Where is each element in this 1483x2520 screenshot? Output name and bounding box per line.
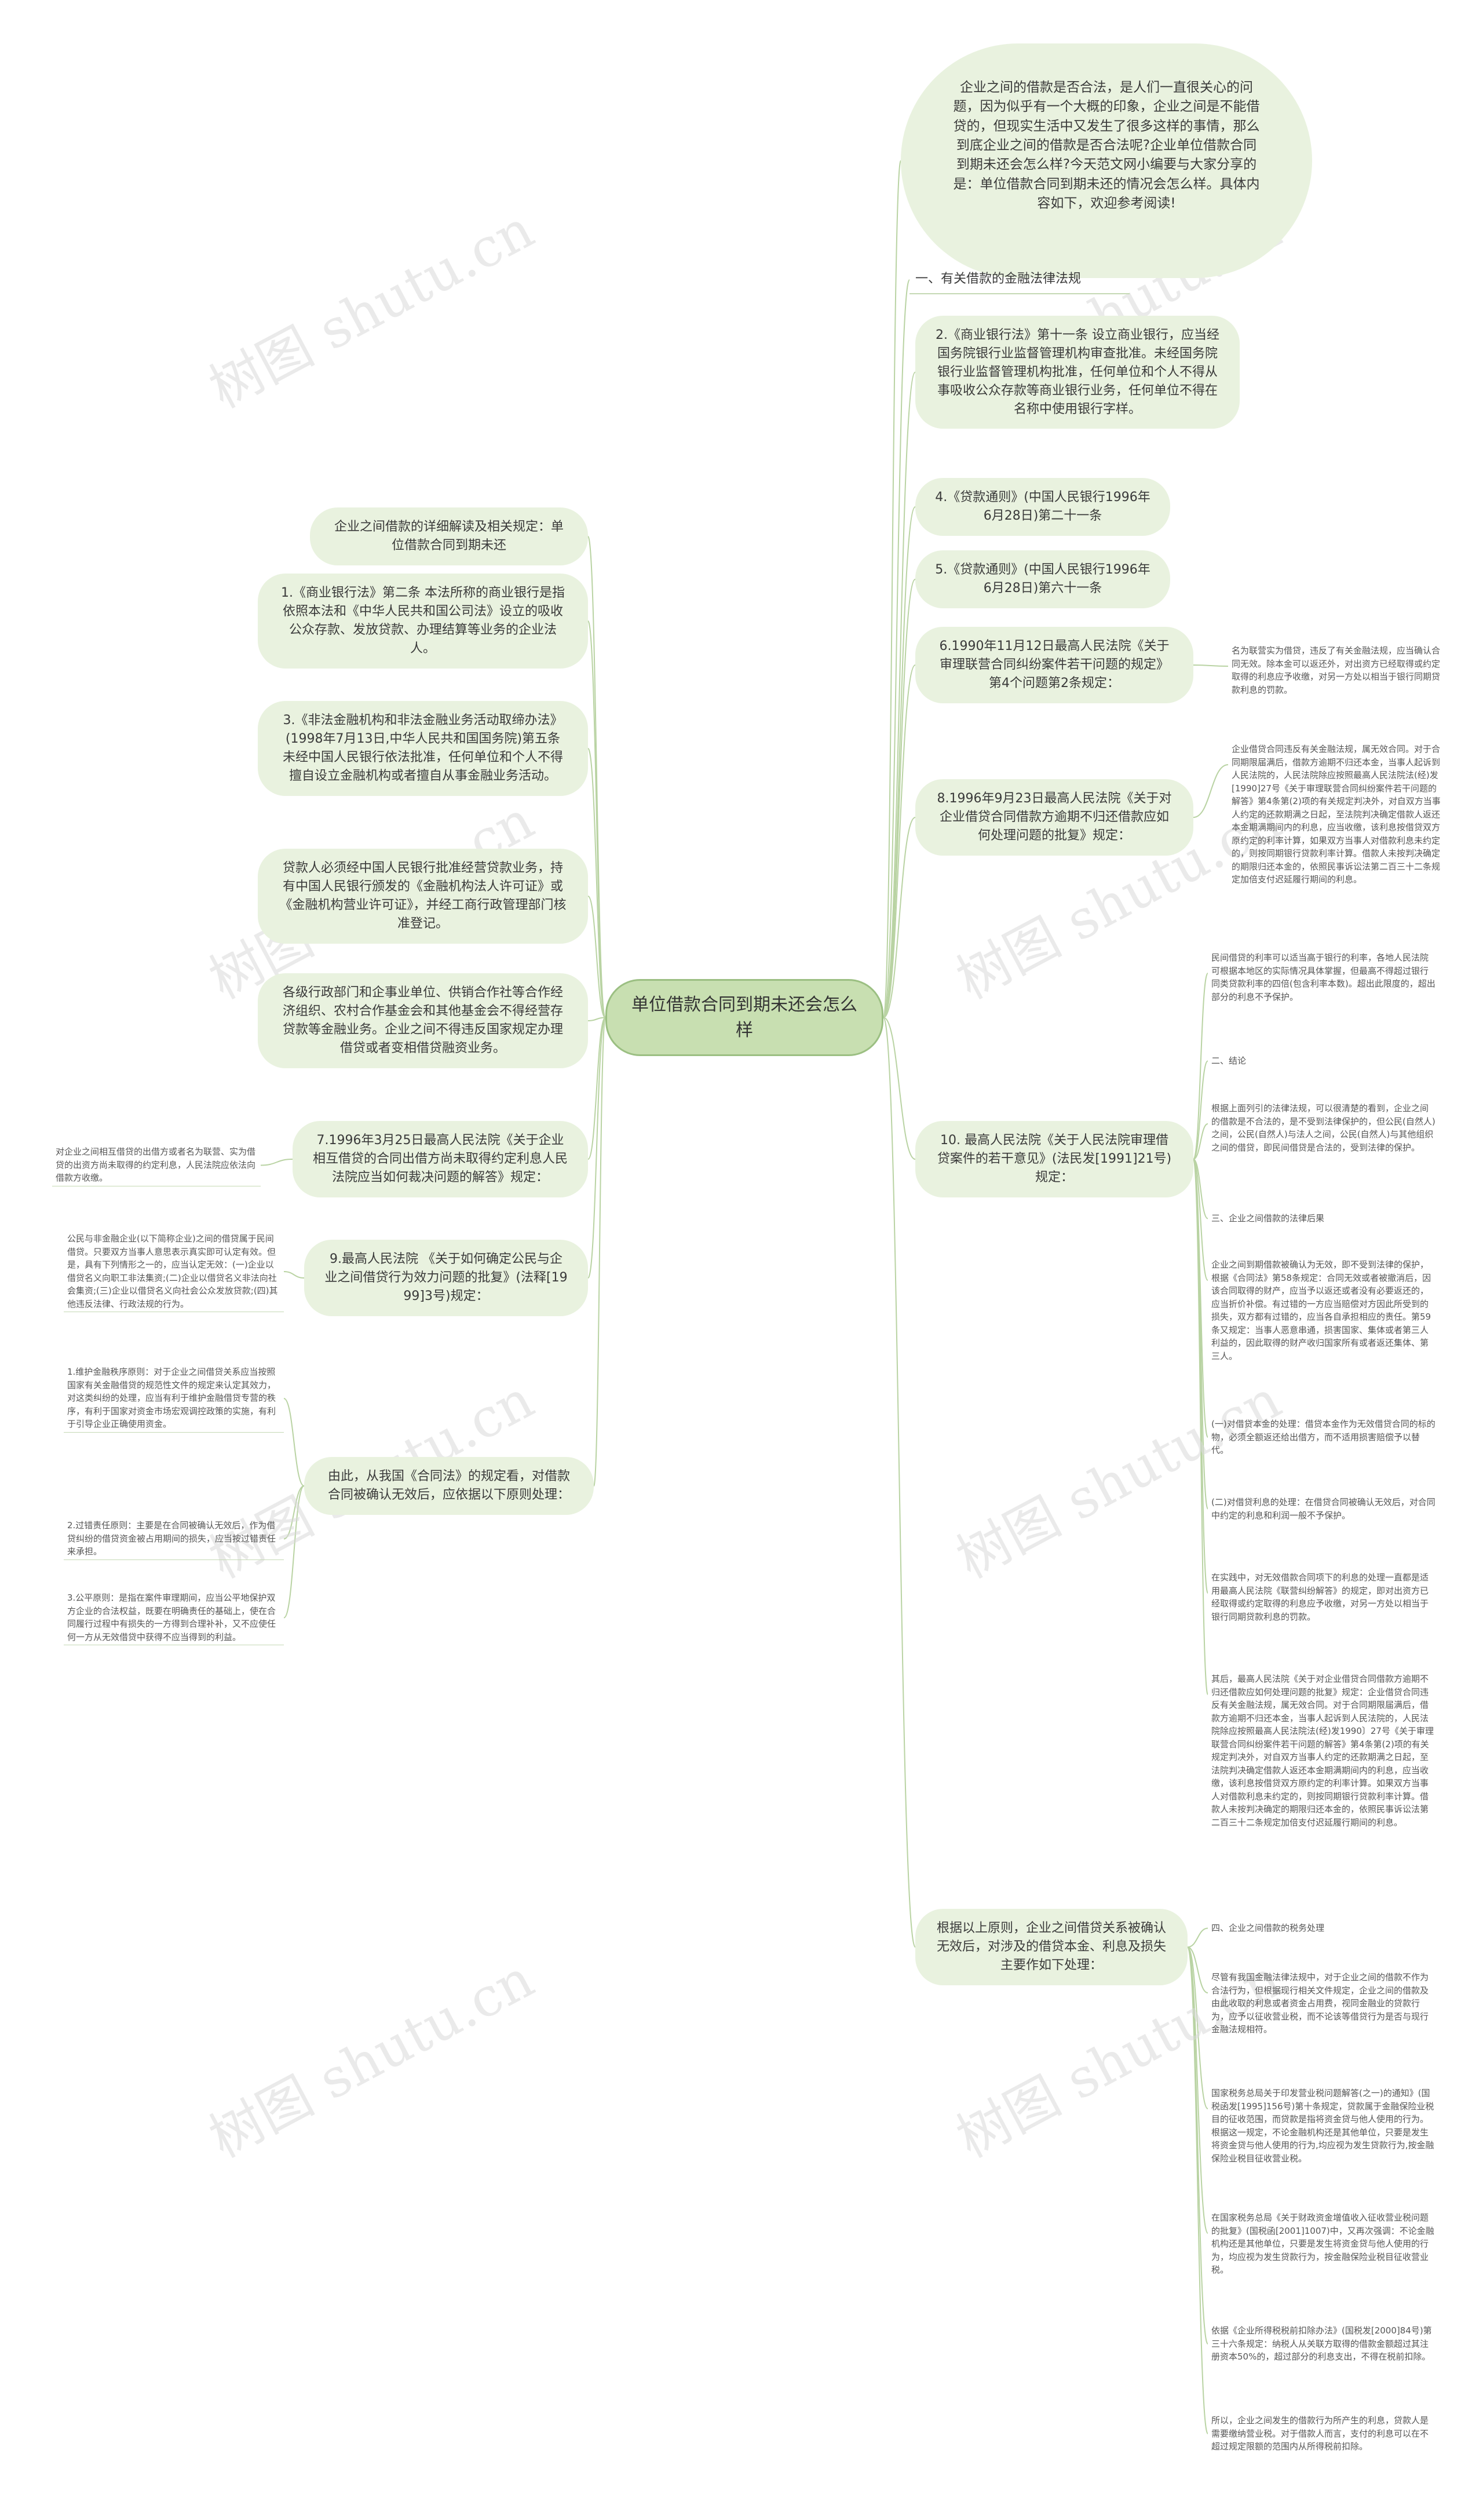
topic-1999-reply[interactable]: 9.最高人民法院 《关于如何确定公民与企业之间借贷行为效力问题的批复》(法释[1… bbox=[304, 1240, 588, 1316]
edge-r7-lr10 bbox=[1193, 1159, 1208, 1695]
edge-r8-lr14 bbox=[1187, 1946, 1208, 2234]
leaf-guoshuihan-1995: 国家税务总局关于印发营业税问题解答(之一)的通知》(国税函发[1995]156号… bbox=[1211, 2088, 1434, 2164]
leaf-financial-order-principle: 1.维护金融秩序原则：对于企业之间借贷关系应当按照国家有关金融借贷的规范性文件的… bbox=[64, 1364, 284, 1433]
topic-contract-law-principles[interactable]: 由此，从我国《合同法》的规定看，对借款合同被确认无效后，应依据以下原则处理： bbox=[304, 1457, 594, 1515]
edge-r7-lr4 bbox=[1193, 1123, 1208, 1160]
edge-root-r6 bbox=[883, 817, 916, 1018]
edge-l7-ll4 bbox=[283, 1485, 305, 1619]
edge-r8-lr15 bbox=[1187, 1946, 1208, 2344]
edge-root-r8 bbox=[883, 1017, 916, 1948]
edge-r7-lr2 bbox=[1193, 973, 1208, 1160]
edge-root-r4 bbox=[883, 579, 916, 1018]
leaf-conclusion-heading: 二、结论 bbox=[1211, 1056, 1247, 1066]
topic-lender-license[interactable]: 贷款人必须经中国人民银行批准经营贷款业务，持有中国人民银行颁发的《金融机构法人许… bbox=[258, 849, 588, 944]
topic-illegal-finance-1998[interactable]: 3.《非法金融机构和非法金融业务活动取缔办法》(1998年7月13日,中华人民共… bbox=[258, 701, 588, 796]
edge-root-l1 bbox=[587, 620, 606, 1018]
topic-1996-reply[interactable]: 8.1996年9月23日最高人民法院《关于对企业借贷合同借款方逾期不归还借款应如… bbox=[915, 779, 1193, 856]
leaf-interest-handling: (二)对借贷利息的处理：在借贷合同被确认无效后，对合同中约定的利息和利润一般不予… bbox=[1211, 1497, 1435, 1521]
edge-root-r1 bbox=[883, 279, 910, 1018]
edge-r7-lr3 bbox=[1193, 1060, 1208, 1160]
leaf-summary: 所以，企业之间发生的借款行为所产生的利息，贷款人是需要缴纳营业税。对于借款人而言… bbox=[1211, 2415, 1429, 2452]
leaf-guoshuihan-2001: 在国家税务总局《关于财政资金增值收入征收营业税问题的批复》(国税函[2001]1… bbox=[1211, 2212, 1434, 2275]
edge-root-l5 bbox=[587, 1017, 606, 1160]
leaf-tax-heading: 四、企业之间借款的税务处理 bbox=[1211, 1923, 1325, 1933]
edge-r7-lr6 bbox=[1193, 1159, 1208, 1281]
leaf-overdue-principal: 企业借贷合同违反有关金融法规，属无效合同。对于合同期限届满后，借款方逾期不归还本… bbox=[1232, 744, 1441, 885]
edge-r6-lr1 bbox=[1193, 764, 1229, 818]
leaf-interest-collection: 对企业之间相互借贷的出借方或者名为联营、实为借贷的出资方尚未取得的约定利息，人民… bbox=[52, 1144, 261, 1186]
edge-l7-ll2 bbox=[283, 1398, 305, 1487]
topic-handling-principles[interactable]: 根据以上原则，企业之间借贷关系被确认无效后，对涉及的借贷本金、利息及损失主要作如… bbox=[915, 1909, 1188, 1985]
topic-commercial-bank-law-2[interactable]: 1.《商业银行法》第二条 本法所称的商业银行是指依照本法和《中华人民共和国公司法… bbox=[258, 574, 588, 669]
edge-root-l4 bbox=[587, 1017, 606, 1021]
leaf-conclusion-text: 根据上面列引的法律法规，可以很清楚的看到，企业之间的借款是不合法的，是不受到法律… bbox=[1211, 1103, 1435, 1153]
edge-l6-ll1 bbox=[283, 1271, 305, 1279]
topic-financial-laws[interactable]: 一、有关借款的金融法律法规 bbox=[909, 265, 1130, 294]
topic-commercial-bank-law-11[interactable]: 2.《商业银行法》第十一条 设立商业银行，应当经国务院银行业监督管理机构审查批准… bbox=[915, 316, 1240, 429]
edge-root-r0 bbox=[883, 160, 901, 1018]
leaf-later-reply: 其后，最高人民法院《关于对企业借贷合同借款方逾期不归还借款应如何处理问题的批复》… bbox=[1211, 1674, 1434, 1828]
leaf-fairness-principle: 3.公平原则：是指在案件审理期间，应当公平地保护双方企业的合法权益，既要在明确责… bbox=[64, 1590, 284, 1645]
leaf-private-interest-rate: 民间借贷的利率可以适当高于银行的利率，各地人民法院可根据本地区的实际情况具体掌握… bbox=[1211, 952, 1435, 1002]
edge-r8-lr13 bbox=[1187, 1946, 1208, 2109]
topic-detailed-interpretation[interactable]: 企业之间借款的详细解读及相关规定：单位借款合同到期未还 bbox=[310, 507, 588, 565]
edge-root-l6 bbox=[587, 1017, 606, 1279]
edge-r7-lr5 bbox=[1193, 1159, 1208, 1219]
edge-r5-lr0 bbox=[1193, 664, 1229, 667]
root-topic[interactable]: 单位借款合同到期未还会怎么样 bbox=[605, 979, 883, 1056]
edge-r8-lr11 bbox=[1187, 1927, 1208, 1948]
edge-l5-ll0 bbox=[260, 1159, 293, 1166]
leaf-joint-venture-invalid: 名为联营实为借贷，违反了有关金融法规，应当确认合同无效。除本金可以返还外，对出资… bbox=[1232, 645, 1441, 695]
topic-1990-joint-venture[interactable]: 6.1990年11月12日最高人民法院《关于审理联营合同纠纷案件若干问题的规定》… bbox=[915, 627, 1193, 703]
edge-root-l0 bbox=[587, 536, 606, 1018]
edge-l7-ll3 bbox=[283, 1485, 305, 1540]
leaf-contract-law-58: 企业之间到期借款被确认为无效，即不受到法律的保护，根据《合同法》第58条规定：合… bbox=[1211, 1259, 1431, 1361]
edge-root-r5 bbox=[883, 664, 916, 1018]
intro-node[interactable]: 企业之间的借款是否合法，是人们一直很关心的问题，因为似乎有一个大概的印象，企业之… bbox=[901, 43, 1312, 278]
topic-1996-answer[interactable]: 7.1996年3月25日最高人民法院《关于企业相互借贷的合同出借方尚未取得约定利… bbox=[293, 1121, 588, 1197]
leaf-principal-handling: (一)对借贷本金的处理：借贷本金作为无效借贷合同的标的物，必须全额返还给出借方，… bbox=[1211, 1419, 1435, 1455]
leaf-fault-principle: 2.过错责任原则：主要是在合同被确认无效后，作为借贷纠纷的借贷资金被占用期间的损… bbox=[64, 1518, 284, 1560]
edge-root-l7 bbox=[593, 1017, 606, 1487]
edge-root-r3 bbox=[883, 506, 916, 1018]
leaf-business-tax: 尽管有我国金融法律法规中，对于企业之间的借款不作为合法行为，但根据现行相关文件规… bbox=[1211, 1972, 1429, 2035]
edge-root-l2 bbox=[587, 748, 606, 1018]
topic-loan-rules-21[interactable]: 4.《贷款通则》(中国人民银行1996年6月28日)第二十一条 bbox=[915, 478, 1170, 536]
topic-loan-rules-61[interactable]: 5.《贷款通则》(中国人民银行1996年6月28日)第六十一条 bbox=[915, 550, 1170, 608]
leaf-income-tax-deduction: 依据《企业所得税税前扣除办法》(国税发[2000]84号)第三十六条规定：纳税人… bbox=[1211, 2325, 1432, 2362]
edge-root-r2 bbox=[883, 371, 916, 1018]
edge-root-l3 bbox=[587, 896, 606, 1018]
topic-1991-opinion[interactable]: 10. 最高人民法院《关于人民法院审理借贷案件的若干意见》(法民发[1991]2… bbox=[915, 1121, 1193, 1197]
edge-r8-lr12 bbox=[1187, 1946, 1208, 1993]
edge-r8-lr16 bbox=[1187, 1946, 1208, 2434]
leaf-private-lending-validity: 公民与非金融企业(以下简称企业)之间的借贷属于民间借贷。只要双方当事人意思表示真… bbox=[64, 1231, 284, 1312]
leaf-legal-consequences-heading: 三、企业之间借款的法律后果 bbox=[1211, 1213, 1325, 1224]
topic-no-deposit-business[interactable]: 各级行政部门和企事业单位、供销合作社等合作经济组织、农村合作基金会和其他基金会不… bbox=[258, 973, 588, 1068]
edge-root-r7 bbox=[883, 1017, 916, 1160]
leaf-practice-interest: 在实践中，对无效借款合同项下的利息的处理一直都是适用最高人民法院《联营纠纷解答》… bbox=[1211, 1572, 1429, 1622]
